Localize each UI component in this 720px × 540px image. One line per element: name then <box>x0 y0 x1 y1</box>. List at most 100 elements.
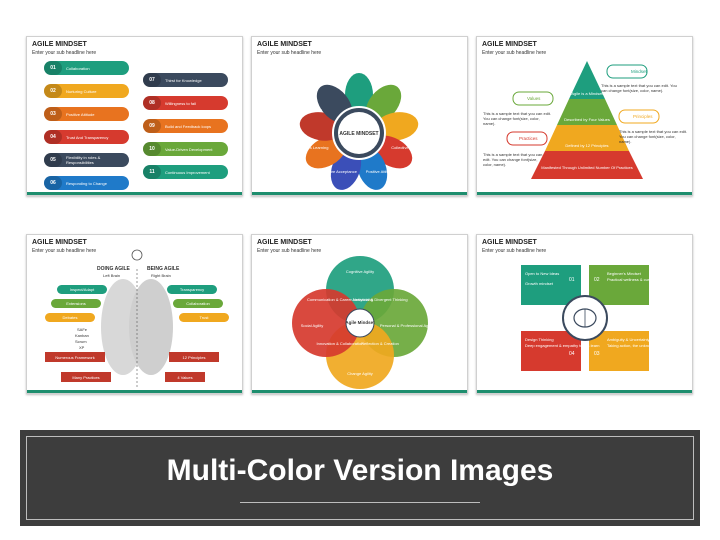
practice-scrum: Scrum <box>75 339 87 344</box>
inner-innovation: Innovation & Collaboration <box>317 341 364 346</box>
tag-trust: Trust <box>179 313 229 322</box>
quad-04 <box>521 331 581 371</box>
petal-text-09: Empowered Team <box>306 75 339 80</box>
pyramid-tier-mindset <box>569 61 605 99</box>
flower-diagram: AGILE MINDSET Customer Focus Customer Go… <box>290 66 430 190</box>
label-values: Values <box>527 96 541 101</box>
doing-agile-sub: Left Brain <box>103 273 121 278</box>
petal-text-02: Customer Goal <box>384 75 411 80</box>
venn-diagram: Agile Mindset Cognitive Agility Personal… <box>292 256 434 389</box>
multi-color-banner: Multi-Color Version Images <box>20 430 700 526</box>
slide-subtitle: Enter your sub headline here <box>32 248 97 254</box>
quad-text-03: Taking action, the unknown continued <box>607 343 674 348</box>
slide-thumbnail-5[interactable]: AGILE MINDSET Enter your sub headline he… <box>251 234 468 394</box>
quad-num-03: 03 <box>594 351 600 357</box>
slide-thumbnail-1[interactable]: AGILE MINDSET Enter your sub headline he… <box>26 36 243 196</box>
tier-label-2: Described by Four Values <box>564 117 610 122</box>
practice-safe: SAFe <box>77 327 88 332</box>
slide-title: AGILE MINDSET <box>32 41 87 48</box>
doing-agile-title: DOING AGILE <box>97 266 130 272</box>
tag-transparency: Transparency <box>167 285 217 294</box>
practice-kanban: Kanban <box>75 333 89 338</box>
tier-label-3: Defined by 12 Principles <box>565 143 608 148</box>
venn-center: Agile Mindset <box>345 320 375 325</box>
slide-subtitle: Enter your sub headline here <box>257 248 322 254</box>
slide-title: AGILE MINDSET <box>482 41 537 48</box>
quad-text-04: Deep engagement & empathy test & learn <box>525 343 600 348</box>
pyramid-tier-values <box>557 99 617 125</box>
petal-text-01: Customer Focus <box>344 66 373 71</box>
banner-frame <box>26 436 694 520</box>
slide-thumbnail-2[interactable]: AGILE MINDSET Enter your sub headline he… <box>251 36 468 196</box>
tier-label-4: Manifested Through Unlimited Number Of P… <box>541 165 633 170</box>
being-agile-title: BEING AGILE <box>147 266 180 272</box>
sample-text-1: This is a sample text that you can edit.… <box>601 83 677 93</box>
outer-cognitive: Cognitive Agility <box>346 269 374 274</box>
quad-01 <box>521 265 581 305</box>
slide-subtitle: Enter your sub headline here <box>257 50 322 56</box>
flower-center-label: AGILE MINDSET <box>339 131 378 137</box>
petal-text-04: Collective Ownership <box>391 145 429 150</box>
quad-num-02: 02 <box>594 277 600 283</box>
quad-title-01: Open to New Ideas <box>525 271 559 276</box>
petal-text-08: Quality Conscious <box>290 107 322 112</box>
quadrant-diagram: 01 02 03 04 Open to New Ideas Growth min… <box>521 265 674 371</box>
slide-title: AGILE MINDSET <box>32 239 87 246</box>
quad-num-04: 04 <box>569 351 575 357</box>
quad-title-03: Ambiguity & Uncertainty <box>607 337 650 342</box>
practice-xp: XP <box>79 345 85 350</box>
outer-personal: Personal & Professional Agility <box>380 323 434 328</box>
outer-social: Social Agility <box>301 323 323 328</box>
inner-communication: Communication & Career Networking <box>307 297 373 302</box>
slide-thumbnail-3[interactable]: AGILE MINDSET Enter your sub headline he… <box>476 36 693 196</box>
slide-thumbnail-6[interactable]: AGILE MINDSET Enter your sub headline he… <box>476 234 693 394</box>
petal-text-05: Positive Attitude <box>366 169 395 174</box>
pyramid-diagram: Agile is a Mindset Described by Four Val… <box>506 61 660 179</box>
slide-title: AGILE MINDSET <box>257 239 312 246</box>
quad-text-01: Growth mindset <box>525 281 554 286</box>
slide-title: AGILE MINDSET <box>257 41 312 48</box>
sample-text-4: This is a sample text that you can edit.… <box>483 152 543 167</box>
tag-4-values: 4 Values <box>165 372 205 382</box>
pyramid-tier-principles <box>545 125 629 151</box>
quad-02 <box>589 265 649 305</box>
petal-text-03: Team Work <box>403 107 423 112</box>
sample-text-3: This is a sample text that you can edit.… <box>619 129 688 144</box>
petal-text-07: Continuous Learning <box>292 145 329 150</box>
inner-reflection: Reflection & Creation <box>361 341 399 346</box>
pyramid-tier-practices <box>531 151 643 179</box>
slide-title: AGILE MINDSET <box>482 239 537 246</box>
label-principles: Principles <box>633 114 653 119</box>
sample-text-2: This is a sample text that you can edit.… <box>483 111 552 126</box>
inner-analytical: Analytical & Divergent Thinking <box>352 297 407 302</box>
tag-many-practices: Many Practices <box>61 372 111 382</box>
slide-thumbnail-4[interactable]: AGILE MINDSET Enter your sub headline he… <box>26 234 243 394</box>
slide-subtitle: Enter your sub headline here <box>32 50 97 56</box>
brain-diagram <box>101 249 173 387</box>
being-agile-sub: Right Brain <box>151 273 171 278</box>
petal-01 <box>345 73 373 117</box>
label-practices: Practices <box>519 136 538 141</box>
tag-collaboration: Collaboration <box>173 299 223 308</box>
circle-social <box>292 289 360 357</box>
petal-text-06: Failure Acceptance <box>323 169 358 174</box>
tag-12-principles: 12 Principles <box>169 352 219 362</box>
slide-subtitle: Enter your sub headline here <box>482 248 547 254</box>
tag-numerous-framework: Numerous Framework <box>45 352 105 362</box>
tier-label-1: Agile is a Mindset <box>571 91 603 96</box>
banner-title: Multi-Color Version Images <box>166 454 554 487</box>
banner-divider <box>240 502 480 503</box>
slide-subtitle: Enter your sub headline here <box>482 50 547 56</box>
quad-num-01: 01 <box>569 277 575 283</box>
tag-debates: Debates <box>45 313 95 322</box>
quad-title-02: Beginner's Mindset <box>607 271 642 276</box>
